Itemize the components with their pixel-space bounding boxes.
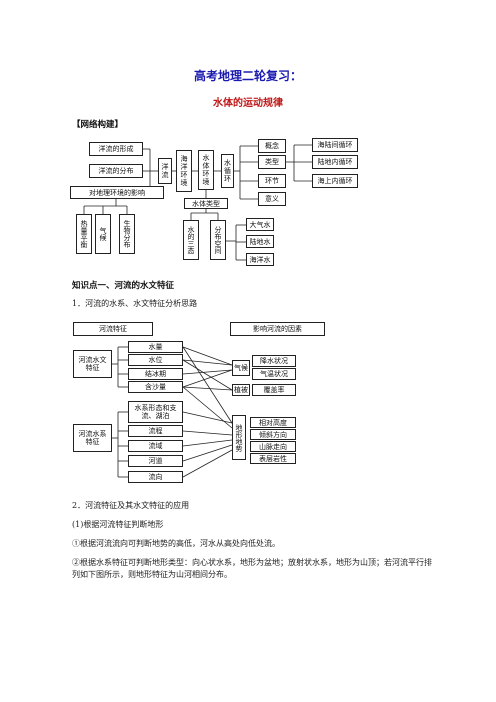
box-water-types: 水体类型 xyxy=(184,198,228,209)
page-title: 高考地理二轮复习： xyxy=(193,69,302,83)
rule1: ①根据河流流向可判断地势的高低，河水从高处向低处流。 xyxy=(72,539,280,548)
box-hydro-features: 河流水文特征 xyxy=(73,350,112,378)
box-ocean-env: 海洋环境 xyxy=(176,150,192,192)
box-water-env: 水体环境 xyxy=(198,150,214,190)
box-heat-balance: 热量平衡 xyxy=(76,214,92,254)
box-stages: 环节 xyxy=(258,174,286,188)
box-direction: 流向 xyxy=(128,471,183,483)
box-land-water: 陆地水 xyxy=(246,235,274,248)
box-rel-height: 相对高度 xyxy=(250,417,296,428)
box-factors: 影响河流的因素 xyxy=(230,322,325,336)
box-slope-dir: 倾斜方向 xyxy=(250,429,296,440)
box-system-features: 河流水系特征 xyxy=(73,424,112,452)
box-ocean-formation: 洋流的形成 xyxy=(89,142,143,156)
box-freeze-period: 结冰期 xyxy=(128,368,183,380)
box-types: 类型 xyxy=(258,155,286,169)
box-sediment: 含沙量 xyxy=(128,381,183,393)
box-length: 流程 xyxy=(128,425,183,437)
box-climate: 气候 xyxy=(95,214,111,254)
box-three-states: 水的三态 xyxy=(183,220,199,260)
network-heading: 【网络构建】 xyxy=(72,120,124,130)
box-ocean-current: 洋流 xyxy=(158,158,172,184)
page-subtitle: 水体的运动规律 xyxy=(213,98,283,109)
point2-1: (1)根据河流特征判断地形 xyxy=(72,520,164,529)
box-water-volume: 水量 xyxy=(128,341,183,353)
box-precip: 降水状况 xyxy=(252,355,296,367)
box-vegetation: 植被 xyxy=(232,384,250,396)
box-land-inner-cycle: 陆地内循环 xyxy=(312,155,358,169)
box-biology: 生物分布 xyxy=(119,214,135,254)
box-sea-land-cycle: 海陆间循环 xyxy=(312,138,358,152)
box-meaning: 意义 xyxy=(258,192,286,206)
box-ocean-distribution: 洋流的分布 xyxy=(89,164,143,178)
box-geo-impact: 对地理环境的影响 xyxy=(70,186,164,199)
box-system-form: 水系形态和支流、湖泊 xyxy=(128,401,183,423)
box-mountain-dir: 山脉走向 xyxy=(250,441,296,452)
box-coverage: 覆盖率 xyxy=(252,384,296,396)
knowledge1-heading: 知识点一、河流的水文特征 xyxy=(72,281,175,291)
point2: 2．河流特征及其水文特征的应用 xyxy=(72,501,190,510)
box-river-features: 河流特征 xyxy=(73,322,153,336)
box-spatial-distribution: 分布空间 xyxy=(210,220,226,260)
box-water-cycle: 水循环 xyxy=(221,154,234,188)
box-ocean-water: 海洋水 xyxy=(246,253,274,266)
box-sea-upper-cycle: 海上内循环 xyxy=(312,174,358,188)
box-basin: 流域 xyxy=(128,440,183,452)
box-climate-factor: 气候 xyxy=(232,360,250,376)
rule2: ②根据水系特征可判断地形类型：向心状水系，地形为盆地；放射状水系，地形为山顶；若… xyxy=(72,558,432,579)
box-channel: 河道 xyxy=(128,455,183,467)
box-concept: 概念 xyxy=(258,139,286,153)
box-atmo-water: 大气水 xyxy=(246,218,274,231)
box-temp: 气温状况 xyxy=(252,368,296,380)
box-water-level: 水位 xyxy=(128,354,183,366)
box-rock: 表层岩性 xyxy=(250,453,296,464)
point1: 1．河流的水系、水文特征分析思路 xyxy=(72,299,198,308)
box-terrain: 地形地势 xyxy=(232,415,246,460)
